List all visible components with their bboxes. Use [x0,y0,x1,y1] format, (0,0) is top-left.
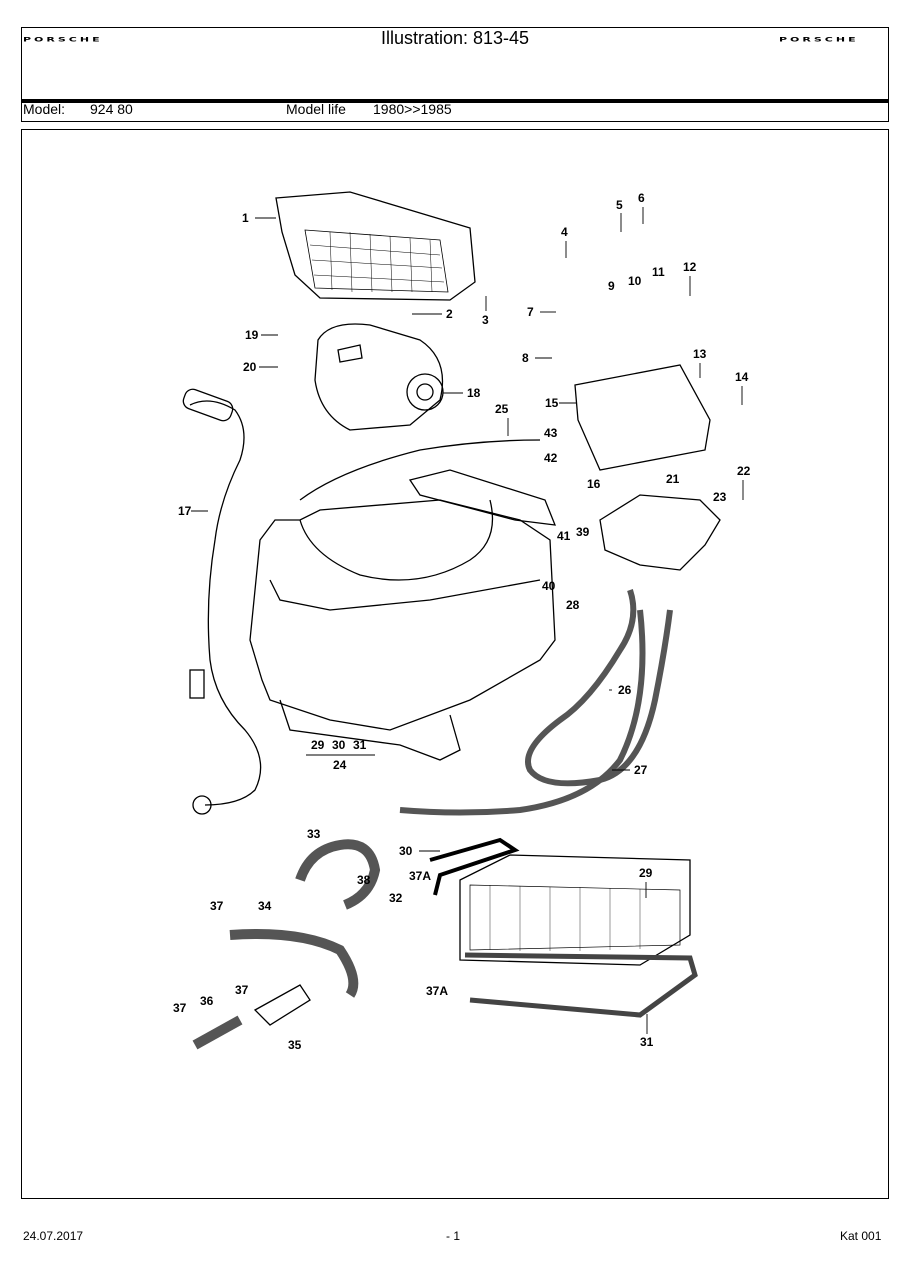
callout-4: 4 [561,225,568,239]
callout-23: 23 [713,490,727,504]
callout-19: 19 [245,328,259,342]
callout-10: 10 [628,274,642,288]
porsche-logo-right: PORSCHE [779,36,859,44]
model-life-value: 1980>>1985 [373,101,452,117]
callout-6: 6 [638,191,645,205]
model-value: 924 80 [90,101,133,117]
callout-35: 35 [288,1038,302,1052]
callout-38: 38 [357,873,371,887]
footer-catalog: Kat 001 [840,1229,882,1243]
callout-26: 26 [618,683,632,697]
callout-37-c: 37 [173,1001,187,1015]
callout-27: 27 [634,763,648,777]
callout-37-b: 37 [235,983,249,997]
callout-11: 11 [652,265,665,279]
footer-page: - 1 [446,1229,461,1243]
callout-18: 18 [467,386,481,400]
footer-date: 24.07.2017 [23,1229,84,1243]
callout-30: 30 [399,844,413,858]
callout-36: 36 [200,994,214,1008]
callout-24: 24 [333,758,347,772]
callout-14: 14 [735,370,749,384]
callout-16: 16 [587,477,601,491]
callout-15: 15 [545,396,559,410]
callout-9: 9 [608,279,615,293]
callout-20: 20 [243,360,257,374]
callout-22: 22 [737,464,751,478]
callout-2: 2 [446,307,453,321]
callout-37-a: 37 [210,899,224,913]
callout-1: 1 [242,211,249,225]
callout-31: 31 [640,1035,654,1049]
callout-29-box: 29 [311,738,325,752]
callout-43: 43 [544,426,558,440]
callout-32: 32 [389,891,403,905]
callout-13: 13 [693,347,707,361]
model-life-label: Model life [286,101,346,117]
callout-33: 33 [307,827,321,841]
callout-30-box: 30 [332,738,346,752]
callout-31-box: 31 [353,738,367,752]
callout-34: 34 [258,899,272,913]
callout-25: 25 [495,402,509,416]
callout-28: 28 [566,598,580,612]
model-label: Model: [23,101,66,117]
callout-41: 41 [557,529,571,543]
callout-7: 7 [527,305,534,319]
callout-3: 3 [482,313,489,327]
callout-8: 8 [522,351,529,365]
callout-39: 39 [576,525,590,539]
header-box [21,27,889,100]
callout-37A-a: 37A [409,869,431,883]
callout-42: 42 [544,451,558,465]
callout-29: 29 [639,866,653,880]
model-bar [21,100,889,122]
callout-12: 12 [683,260,697,274]
callout-40: 40 [542,579,556,593]
diagram-frame [21,129,889,1199]
callout-17: 17 [178,504,192,518]
callout-37A-b: 37A [426,984,448,998]
porsche-logo-left: PORSCHE [23,36,103,44]
callout-5: 5 [616,198,623,212]
page-title: Illustration: 813-45 [380,28,530,48]
callout-21: 21 [666,472,680,486]
